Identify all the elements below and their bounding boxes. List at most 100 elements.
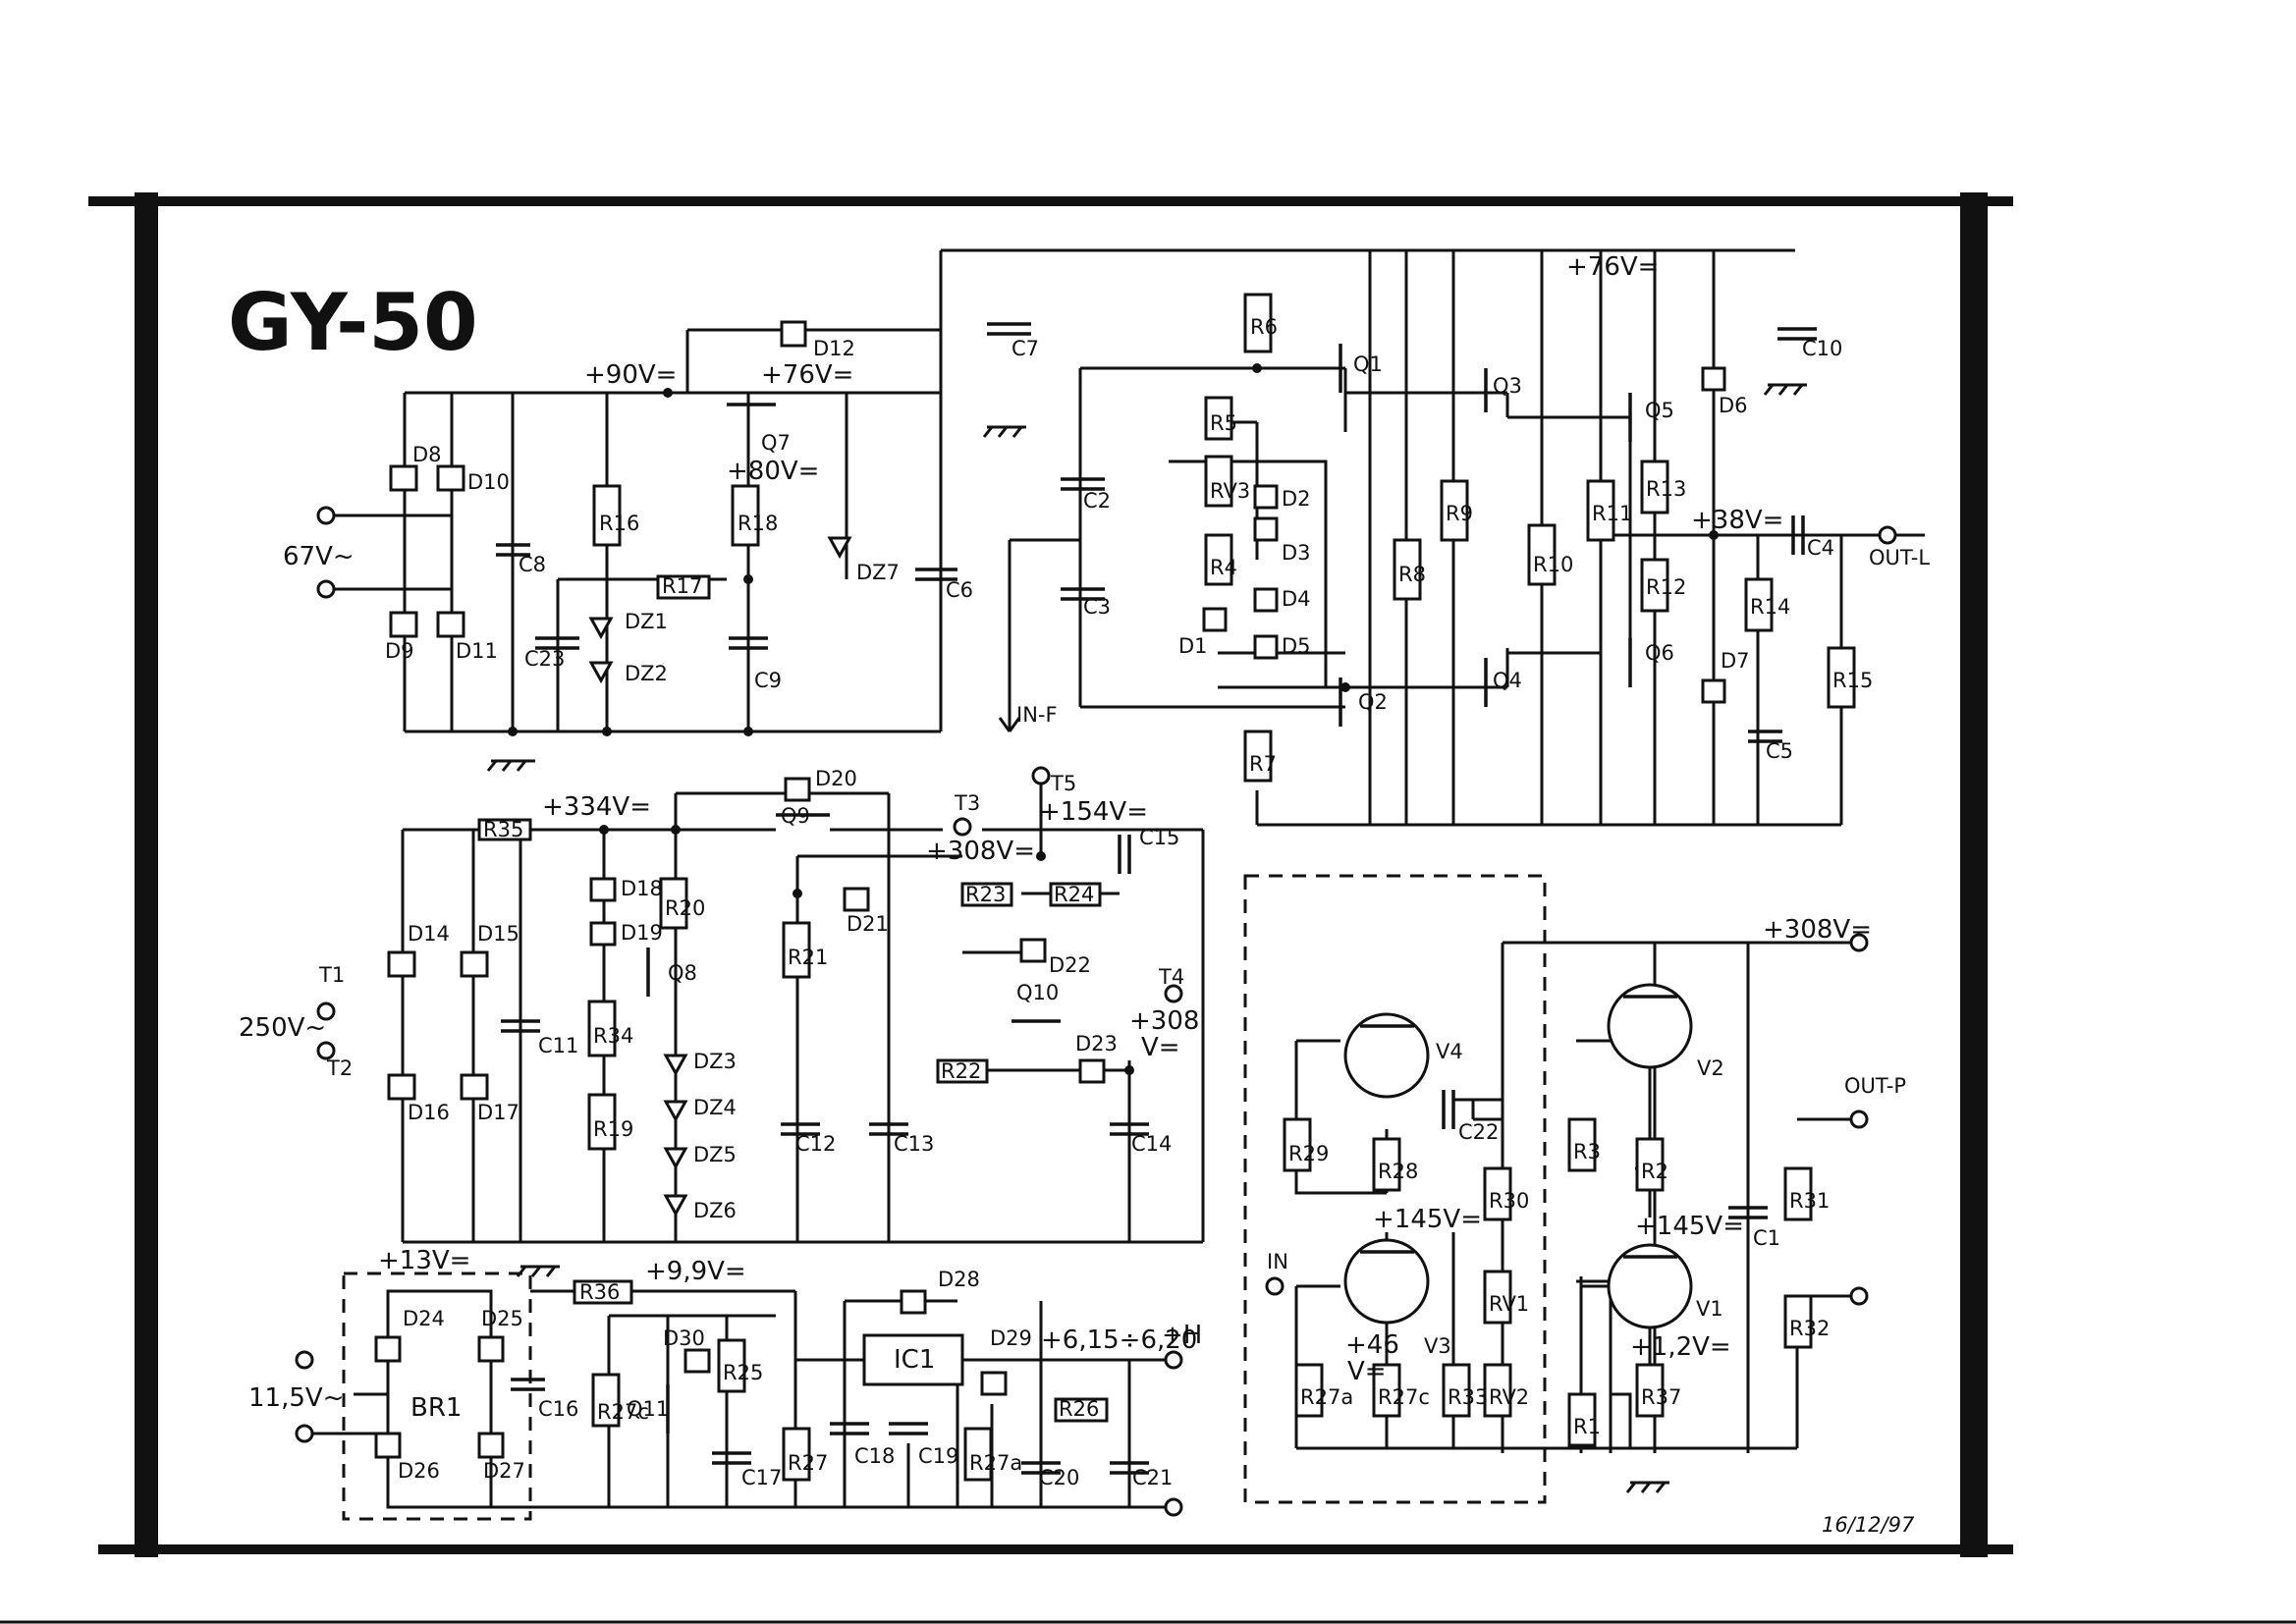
r26-label: R26 — [1059, 1397, 1099, 1421]
v308c-label: +308V= — [1763, 915, 1872, 945]
v46b-label: V= — [1347, 1357, 1387, 1386]
lv-supply-section: BR1 IC1 R36 R27c R25 R27 R27a R26 D24 D2… — [248, 1246, 1202, 1521]
r8-label: R8 — [1398, 563, 1426, 586]
d16-label: D16 — [408, 1101, 450, 1124]
d19-label: D19 — [621, 921, 663, 945]
r12-label: R12 — [1646, 575, 1686, 599]
vh-label: +H — [1162, 1321, 1202, 1350]
q5-label: Q5 — [1645, 399, 1674, 422]
q1-label: Q1 — [1353, 352, 1383, 376]
t2-label: T2 — [326, 1056, 353, 1080]
q6-label: Q6 — [1645, 641, 1674, 665]
r27-label: R27 — [788, 1451, 828, 1475]
c3-label: C3 — [1083, 595, 1111, 619]
d9-label: D9 — [385, 639, 414, 663]
d1-label: D1 — [1178, 634, 1208, 658]
c20-label: C20 — [1039, 1466, 1079, 1489]
c10-label: C10 — [1802, 337, 1842, 360]
q9-label: Q9 — [781, 804, 810, 828]
r34-label: R32 — [1789, 1317, 1830, 1340]
r31-label: R29 — [1288, 1142, 1329, 1165]
supply-67v-section: D8 D10 D9 D11 D12 C8 C23 C9 C6 R16 R18 R… — [283, 250, 973, 772]
d6-label: D6 — [1719, 394, 1748, 417]
q3-label: Q3 — [1493, 374, 1522, 398]
r24-label: R24 — [1054, 883, 1094, 906]
v3-label: V3 — [1424, 1334, 1451, 1358]
r30-label: R28 — [1378, 1160, 1418, 1183]
v46-label: +46 — [1345, 1330, 1399, 1360]
d22-label: D22 — [1049, 953, 1091, 977]
in250-label: 250V~ — [239, 1013, 326, 1043]
rv1-label: RV1 — [1489, 1292, 1529, 1316]
r38-label: R36 — [579, 1280, 620, 1304]
d2-label: D2 — [1282, 487, 1311, 511]
v80-label: +80V= — [727, 457, 819, 486]
dz6-label: DZ6 — [693, 1199, 737, 1222]
d26-label: D26 — [398, 1459, 440, 1483]
t3-label: T3 — [954, 791, 980, 815]
q4-label: Q4 — [1493, 669, 1522, 692]
v13-label: +13V= — [378, 1246, 470, 1275]
output-stage-section: C7 C2 C3 C10 C4 C5 R6 R5 RV3 R4 R7 R8 R9… — [941, 248, 1930, 827]
t4-label: T4 — [1158, 965, 1184, 989]
c7-label: C7 — [1011, 337, 1039, 360]
r13-label: R13 — [1646, 477, 1686, 501]
c12-label: C12 — [795, 1132, 836, 1156]
dz7-label: DZ7 — [856, 561, 900, 584]
d11-label: D11 — [456, 639, 498, 663]
dz5-label: DZ5 — [693, 1143, 737, 1166]
c17-label: C17 — [741, 1466, 782, 1489]
r23-label: R23 — [965, 883, 1006, 906]
r29-label: R27c — [1378, 1385, 1430, 1409]
c9-label: C9 — [754, 669, 782, 692]
dz4-label: DZ4 — [693, 1096, 737, 1119]
r32-label: R30 — [1489, 1189, 1529, 1213]
v1-label: V1 — [1696, 1297, 1723, 1321]
br1-label: BR1 — [410, 1393, 462, 1423]
r39-label: R37 — [1641, 1385, 1681, 1409]
r7-label: R7 — [1249, 752, 1277, 776]
r10-label: R10 — [1533, 553, 1573, 576]
v2-label: V2 — [1697, 1056, 1724, 1080]
r2-label: R2 — [1641, 1160, 1668, 1183]
c23-label: C23 — [524, 647, 565, 671]
v4-label: V4 — [1436, 1040, 1463, 1063]
d17-label: D17 — [477, 1101, 519, 1124]
q10-label: Q10 — [1016, 981, 1059, 1004]
q7-label: Q7 — [761, 431, 791, 455]
d18-label: D18 — [621, 877, 663, 900]
rv3-label: RV3 — [1210, 479, 1250, 503]
d25-label: D25 — [481, 1307, 523, 1330]
r16-label: R16 — [599, 512, 639, 535]
v12-label: +1,2V= — [1630, 1332, 1731, 1362]
r33-label: R31 — [1789, 1189, 1830, 1213]
d5-label: D5 — [1282, 634, 1311, 658]
d24-label: D24 — [403, 1307, 445, 1330]
c13-label: C13 — [894, 1132, 934, 1156]
c19-label: C19 — [918, 1444, 958, 1468]
d3-label: D3 — [1282, 541, 1311, 565]
t5-label: T5 — [1050, 772, 1076, 795]
d8-label: D8 — [412, 443, 442, 466]
c8-label: C8 — [519, 553, 546, 576]
r18-label: R18 — [738, 512, 778, 535]
drawing-frame — [0, 192, 2296, 1624]
r37-label: R35 — [483, 818, 523, 841]
c11-label: C11 — [538, 1034, 578, 1057]
tube-preamp-section: V4 V2 V3 V1 R29 R28 R30 RV1 RV2 R27c R27… — [1243, 874, 1906, 1504]
c14-label: C14 — [1131, 1132, 1172, 1156]
q8-label: Q8 — [668, 961, 697, 985]
r22-label: R22 — [941, 1059, 981, 1083]
r11-label: R11 — [1592, 502, 1632, 525]
q11-label: Q11 — [627, 1397, 669, 1421]
q2-label: Q2 — [1358, 690, 1388, 714]
c21-label: C21 — [1132, 1466, 1173, 1489]
v145a-label: +145V= — [1373, 1205, 1482, 1234]
r14-label: R14 — [1750, 595, 1790, 619]
v145b-label: +145V= — [1635, 1212, 1744, 1241]
out-l-label: OUT-L — [1869, 546, 1930, 569]
r6-label: R6 — [1250, 315, 1278, 339]
v99-label: +9,9V= — [645, 1257, 746, 1286]
c15-label: C15 — [1139, 826, 1179, 849]
